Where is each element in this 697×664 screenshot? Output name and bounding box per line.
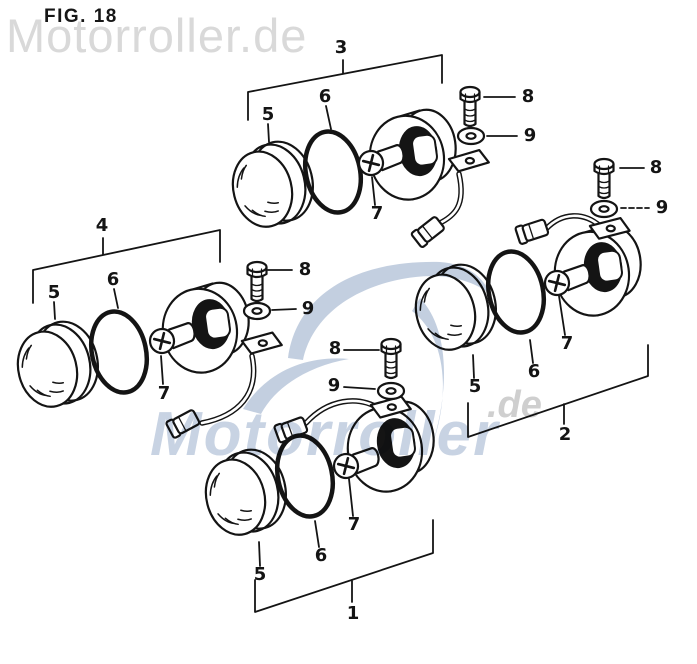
callout-left-signal-8: 8: [298, 259, 312, 280]
callout-bottom-signal-6: 6: [314, 545, 328, 566]
callout-top-signal-7: 7: [370, 203, 384, 224]
figure-title: FIG. 18: [44, 6, 118, 27]
callout-left-signal-7: 7: [157, 383, 171, 404]
callout-left-signal-6: 6: [106, 269, 120, 290]
callout-bottom-signal-7: 7: [347, 514, 361, 535]
callout-right-signal-6: 6: [527, 361, 541, 382]
callout-bottom-signal-5: 5: [253, 564, 267, 585]
callout-right-signal-8: 8: [649, 157, 663, 178]
group-bracket: [467, 344, 649, 438]
wire-core: [436, 172, 463, 226]
callout-left-signal-5: 5: [47, 282, 61, 303]
callout-top-signal-5: 5: [261, 104, 275, 125]
callout-top-signal-8: 8: [521, 86, 535, 107]
callout-bottom-signal-9: 9: [327, 375, 341, 396]
callout-leader-lines: [267, 96, 518, 206]
callout-top-signal-3: 3: [334, 37, 348, 58]
group-bracket: [32, 229, 221, 304]
callout-right-signal-7: 7: [560, 333, 574, 354]
group-bracket: [247, 54, 443, 121]
callout-right-signal-9: 9: [655, 197, 669, 218]
callout-bottom-signal-8: 8: [328, 338, 342, 359]
callout-right-signal-2: 2: [558, 424, 572, 445]
callout-top-signal-6: 6: [318, 86, 332, 107]
wire-core: [544, 214, 602, 231]
turn-signal-assembly-top: [222, 54, 518, 250]
callout-bottom-signal-1: 1: [346, 603, 360, 624]
callout-left-signal-9: 9: [301, 298, 315, 319]
callout-right-signal-5: 5: [468, 376, 482, 397]
callout-top-signal-9: 9: [523, 125, 537, 146]
group-bracket: [254, 519, 434, 613]
callout-left-signal-4: 4: [95, 215, 109, 236]
